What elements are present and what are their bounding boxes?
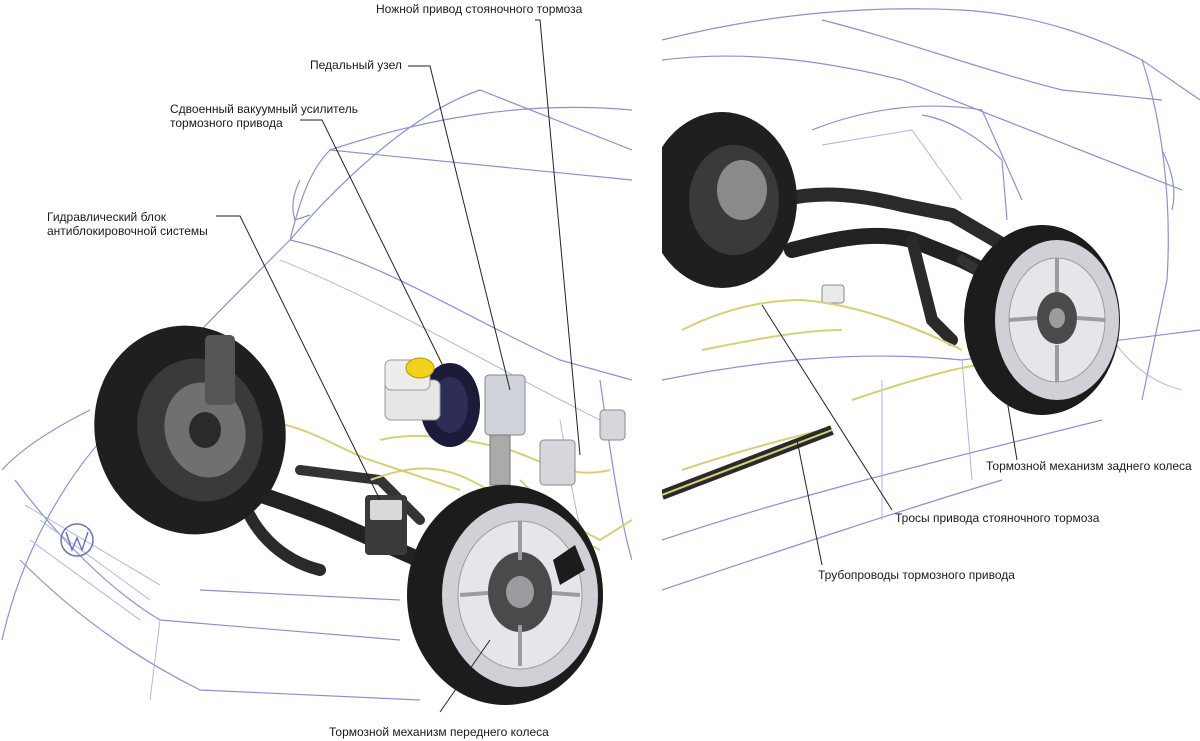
front-car-drawing	[1, 19, 632, 713]
parking-brake-pedal	[539, 409, 626, 486]
front-brake-system-illustration: Ножной привод стояночного тормоза Педаль…	[1, 2, 632, 739]
leader-lines-right	[761, 304, 1018, 566]
leader-lines-left	[216, 19, 581, 713]
right-front-wheel	[407, 485, 603, 705]
pedal-assembly	[484, 374, 526, 486]
label-rear-brake: Тормозной механизм заднего колеса	[986, 459, 1192, 473]
label-brake-lines: Трубопроводы тормозного привода	[818, 568, 1015, 582]
rear-car-drawing	[662, 8, 1200, 591]
label-parking-brake-pedal: Ножной привод стояночного тормоза	[376, 2, 583, 16]
brake-fluid-reservoir	[384, 357, 435, 391]
right-rear-wheel	[964, 225, 1120, 415]
rear-brake-system-illustration: Тормозной механизм заднего колеса Тросы …	[662, 0, 1200, 741]
label-abs-unit: Гидравлический блок антиблокировочной си…	[47, 210, 208, 238]
label-pedal-assembly: Педальный узел	[310, 58, 402, 72]
label-parking-cables: Тросы привода стояночного тормоза	[895, 511, 1100, 525]
vw-logo	[60, 523, 94, 557]
brake-line-channel	[662, 425, 834, 500]
rear-brake-lines	[681, 298, 1003, 471]
left-rear-wheel	[662, 112, 797, 288]
label-vacuum-booster: Сдвоенный вакуумный усилитель тормозного…	[170, 102, 359, 130]
left-front-wheel	[94, 325, 286, 535]
rear-car-body-outline	[662, 8, 1200, 591]
label-front-brake: Тормозной механизм переднего колеса	[329, 725, 549, 739]
